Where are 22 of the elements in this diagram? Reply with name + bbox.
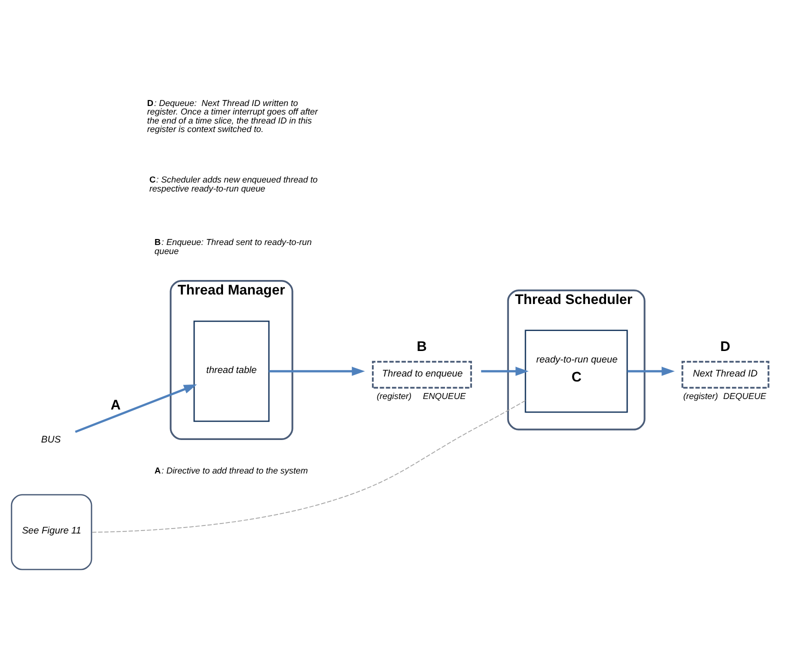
node-label: B <box>416 338 427 354</box>
node-label: ENQUEUE <box>422 391 466 402</box>
node-label: D <box>720 338 730 354</box>
edge-label: A <box>110 396 121 412</box>
label: C: Scheduler adds new enqueued thread to respective ready-to-run queue <box>149 174 318 194</box>
arrow <box>481 366 529 376</box>
node-box: See Figure 11 <box>10 494 92 570</box>
node-label: DEQUEUE <box>723 391 766 402</box>
connector <box>91 400 526 533</box>
label: B: Enqueue: Thread sent to ready-to-run queue <box>154 237 312 256</box>
arrow <box>268 366 365 376</box>
node-label: (register) <box>376 391 412 402</box>
node-box: Thread to enqueue <box>372 360 472 389</box>
arrow <box>627 366 675 376</box>
node-box: thread table <box>193 320 270 422</box>
node-text: BUS <box>41 434 61 446</box>
label: A: Directive to add thread to the system <box>154 465 308 476</box>
label: D: Dequeue: Next Thread ID written to register. Once a timer interrupt goes off after the end of a time slice, the thread ID in this register is context switched to. <box>147 98 318 134</box>
arrow <box>74 384 197 433</box>
node-box: Next Thread ID <box>682 360 770 389</box>
node-label: (register) <box>683 391 718 402</box>
node-box: ready-to-run queue C <box>524 330 628 413</box>
